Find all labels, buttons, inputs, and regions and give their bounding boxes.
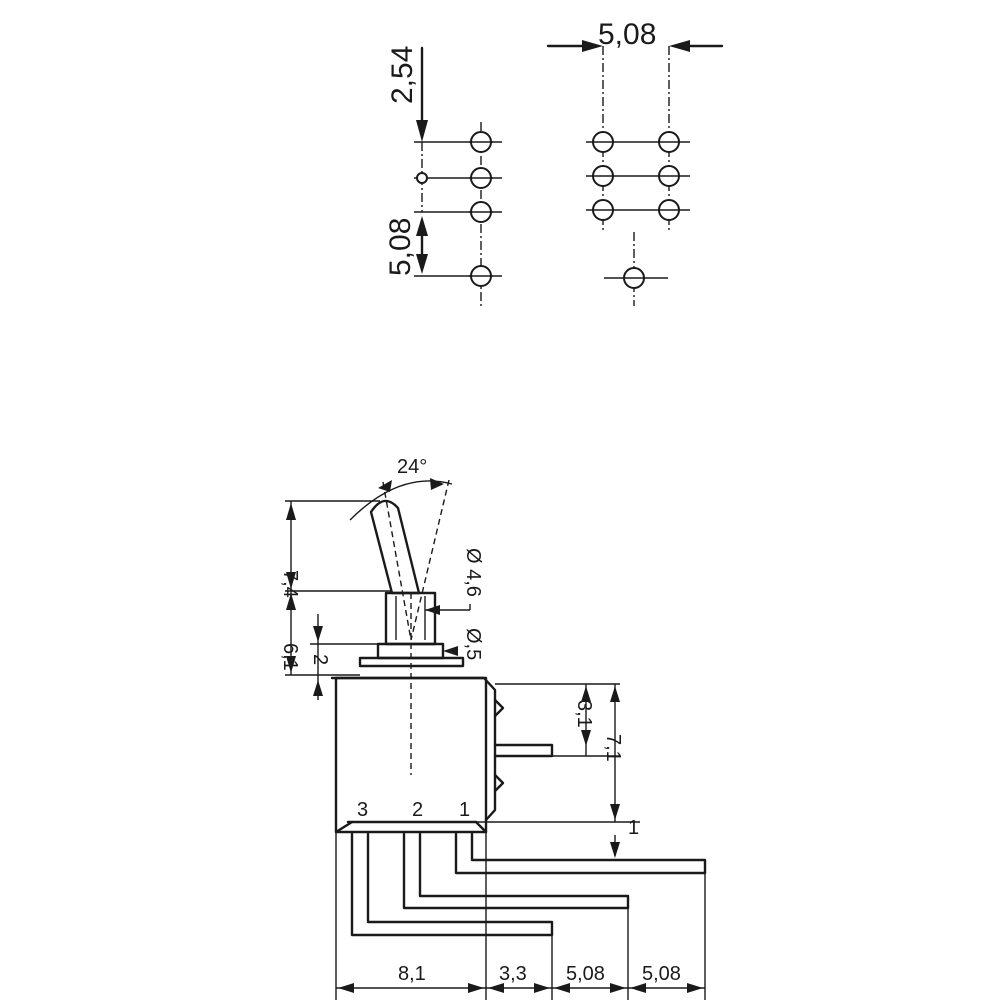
arrow-left-icon — [338, 983, 354, 993]
arrow-right-icon — [582, 40, 603, 52]
bushing-height-label: 6,1 — [279, 643, 301, 671]
arrow-down-icon — [610, 842, 620, 858]
reference-hole — [416, 172, 428, 184]
terminal-pin-3 — [350, 832, 554, 937]
bottom-dim-label: 5,08 — [566, 963, 605, 985]
upper-tab-label: 3,1 — [573, 700, 595, 728]
angle-label: 24° — [397, 456, 427, 478]
bottom-dim-label: 3,3 — [499, 963, 527, 985]
arrow-right-icon — [534, 983, 550, 993]
lever-diameter-label: Ø 4,6 — [462, 548, 484, 597]
pitch-label: 2,54 — [386, 46, 419, 104]
terminal-label: 1 — [459, 799, 470, 821]
tab-span-label: 7,1 — [602, 734, 624, 762]
arrow-left-icon — [488, 983, 504, 993]
side-tab — [493, 743, 554, 758]
terminal-pin-2 — [402, 832, 630, 910]
bottom-dim-label: 5,08 — [642, 963, 681, 985]
row-gap-label: 5,08 — [384, 218, 417, 276]
arrow-left-icon — [669, 40, 690, 52]
arrow-up-icon — [610, 686, 620, 702]
lever-centerline-right — [410, 479, 450, 641]
footprint-right: 5,08 — [546, 18, 724, 306]
arrow-down-icon — [416, 254, 428, 274]
arrow-down-icon — [313, 626, 323, 642]
washer-label: 2 — [309, 654, 331, 665]
terminal-pin-1 — [454, 832, 707, 875]
arrow-right-icon — [610, 983, 626, 993]
bottom-dim-label: 8,1 — [398, 963, 426, 985]
footprint-left: 2,54 5,08 — [384, 46, 502, 306]
arrow-down-icon — [286, 572, 296, 589]
angle-arc — [349, 480, 453, 521]
pitch-label-right: 5,08 — [598, 18, 656, 51]
arrow-down-icon — [416, 120, 428, 142]
arrow-left-icon — [425, 605, 440, 615]
arrow-up-icon — [581, 686, 591, 702]
base-chamfer — [474, 820, 488, 834]
mounting-frame — [330, 676, 497, 822]
terminal-label: 3 — [357, 799, 368, 821]
lever-centerline-left — [382, 481, 412, 641]
arrow-left-icon — [378, 480, 392, 492]
arrow-up-icon — [286, 593, 296, 610]
arrow-down-icon — [286, 656, 296, 673]
switch-side-view: 24° 3 2 1 — [279, 456, 707, 1000]
arrow-down-icon — [610, 804, 620, 820]
arrow-left-icon — [443, 646, 458, 656]
arrow-right-icon — [430, 478, 444, 490]
frame-notch — [493, 698, 505, 718]
toggle-lever[interactable] — [369, 499, 421, 595]
arrow-up-icon — [286, 503, 296, 520]
terminal-label: 2 — [412, 799, 423, 821]
arrow-right-icon — [468, 983, 484, 993]
bushing-diameter-label: Ø,5 — [462, 628, 484, 660]
arrow-right-icon — [687, 983, 703, 993]
arrow-left-icon — [554, 983, 570, 993]
arrow-up-icon — [313, 680, 323, 696]
frame-notch — [493, 773, 505, 793]
base-chamfer — [334, 820, 354, 834]
arrow-left-icon — [630, 983, 646, 993]
pin-offset-label: 1 — [628, 817, 639, 839]
arrow-up-icon — [416, 216, 428, 236]
lever-height-label: 7,4 — [279, 570, 301, 598]
arrow-down-icon — [581, 730, 591, 746]
